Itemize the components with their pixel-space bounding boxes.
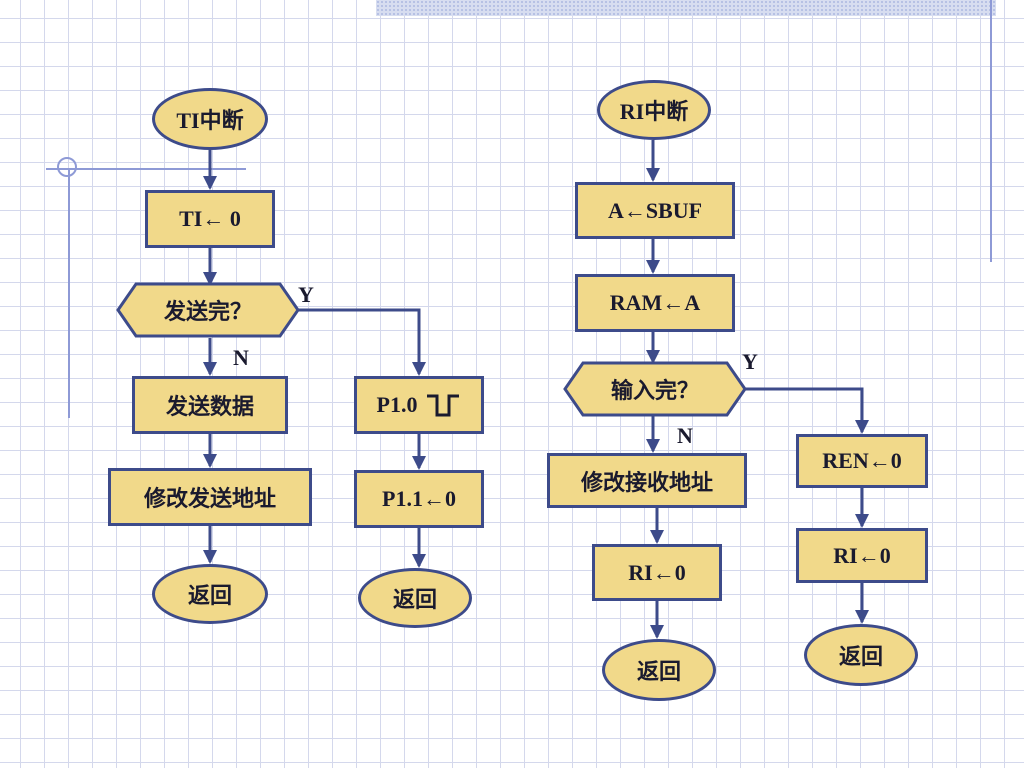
ti-return-terminal: 返回 xyxy=(152,564,268,624)
ri-return-terminal: 返回 xyxy=(602,639,716,701)
pulse-return-terminal: 返回 xyxy=(358,568,472,628)
modify-receive-address-box: 修改接收地址 xyxy=(547,453,747,508)
decorative-circle xyxy=(57,157,77,177)
end-return-label: 返回 xyxy=(838,644,883,669)
modify-send-address-box: 修改发送地址 xyxy=(108,468,312,526)
ti-return-label: 返回 xyxy=(187,583,232,608)
send-data-label: 发送数据 xyxy=(165,394,254,419)
ri-return-label: 返回 xyxy=(636,659,681,684)
p10-label: P1.0 xyxy=(376,392,418,417)
end-clear-ri-label: RI←0 xyxy=(833,542,891,568)
input-complete-yes-label: Y xyxy=(742,349,758,374)
edge-ri-decision-yes xyxy=(744,387,869,434)
input-complete-no-label: N xyxy=(677,423,693,448)
clear-ti-label: TI← 0 xyxy=(179,206,241,231)
ram-from-a-label: RAM←A xyxy=(609,290,701,315)
pulse-waveform-icon xyxy=(427,394,460,417)
end-return-terminal: 返回 xyxy=(804,624,918,686)
send-data-box: 发送数据 xyxy=(132,376,288,434)
input-complete-hexagon-shape xyxy=(563,361,747,417)
clear-ren-box: REN←0 xyxy=(796,434,928,488)
input-complete-decision: 输入完？ xyxy=(563,361,747,417)
top-decorative-band xyxy=(376,0,996,16)
pulse-return-label: 返回 xyxy=(392,587,437,612)
clear-ri-box: RI←0 xyxy=(592,544,722,601)
ri-interrupt-label: RI中断 xyxy=(619,99,689,124)
end-clear-ri-box: RI←0 xyxy=(796,528,928,583)
input-complete-label: 输入完？ xyxy=(610,378,699,403)
clear-ren-label: REN←0 xyxy=(822,448,902,473)
send-complete-label: 发送完？ xyxy=(163,299,252,324)
ram-from-a-box: RAM←A xyxy=(575,274,735,332)
modify-receive-address-label: 修改接收地址 xyxy=(580,469,713,495)
modify-send-address-label: 修改发送地址 xyxy=(143,486,276,511)
horizontal-decorative-line xyxy=(46,168,246,170)
a-from-sbuf-label: A←SBUF xyxy=(607,197,703,223)
edge-ti-decision-yes xyxy=(296,308,426,376)
p11-clear-box: P1.1←0 xyxy=(354,470,484,528)
left-decorative-line xyxy=(68,168,70,418)
send-complete-yes-label: Y xyxy=(298,282,314,307)
send-complete-hexagon-shape xyxy=(116,282,300,338)
clear-ti-box: TI← 0 xyxy=(145,190,275,248)
ri-interrupt-start: RI中断 xyxy=(597,80,711,140)
a-from-sbuf-box: A←SBUF xyxy=(575,182,735,239)
right-decorative-line xyxy=(990,0,992,262)
ti-interrupt-label: TI中断 xyxy=(176,108,244,133)
ti-interrupt-start: TI中断 xyxy=(152,88,268,150)
p11-label: P1.1←0 xyxy=(382,486,456,511)
send-complete-decision: 发送完？ xyxy=(116,282,300,338)
send-complete-no-label: N xyxy=(233,345,249,370)
clear-ri-label: RI←0 xyxy=(628,559,686,585)
p10-pulse-box: P1.0 xyxy=(354,376,484,434)
